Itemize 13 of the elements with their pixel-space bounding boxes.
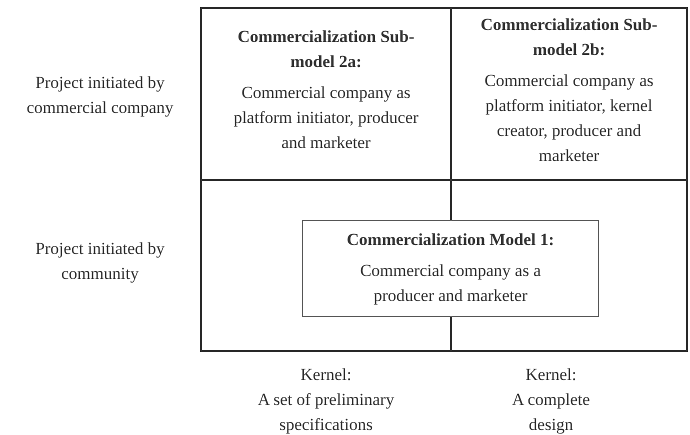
cell-text: Commercial company as a producer and marketer [359,260,542,307]
cell-heading: Commercialization Sub-model 2a: [236,26,416,73]
row-label: Project initiated by community [34,238,166,285]
cell-heading: Commercialization Model 1: [346,229,554,251]
cell-text: Commercial company as platform initiator, producer and marketer [232,82,420,154]
model-box [302,220,599,317]
cell-heading: Commercialization Sub-model 2b: [480,14,658,61]
column-label: Kernel: [524,364,578,386]
row-label: Project initiated by commercial company [26,72,174,119]
column-label: A set of preliminary specifications [256,389,396,435]
cell-text: Commercial company as platform initiator, kernel creator, producer and marketer [483,70,654,167]
column-label: Kernel: [300,364,352,386]
column-label: A complete design [511,389,591,435]
